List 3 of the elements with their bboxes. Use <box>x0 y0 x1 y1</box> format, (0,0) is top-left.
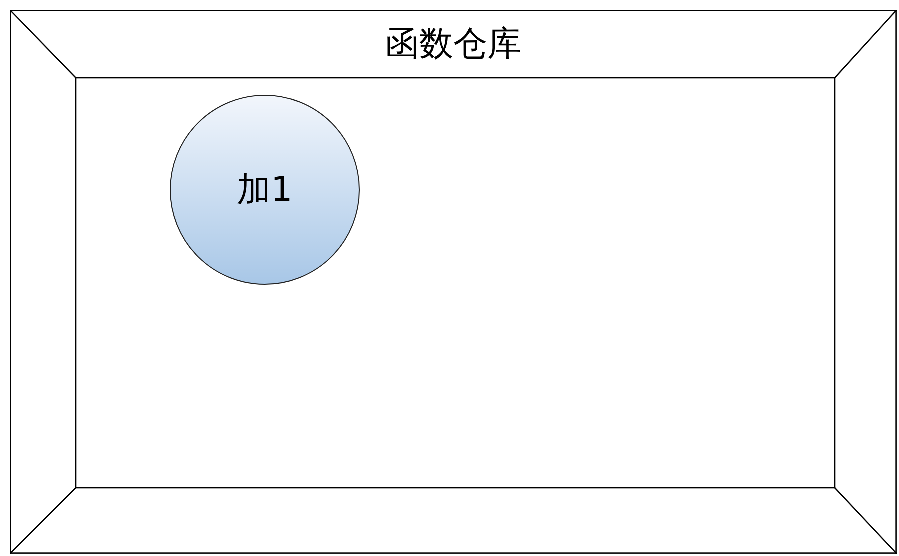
bevel-frame <box>10 10 897 554</box>
frame-heading: 函数仓库 <box>384 23 522 66</box>
circle-label: 加1 <box>237 169 293 212</box>
